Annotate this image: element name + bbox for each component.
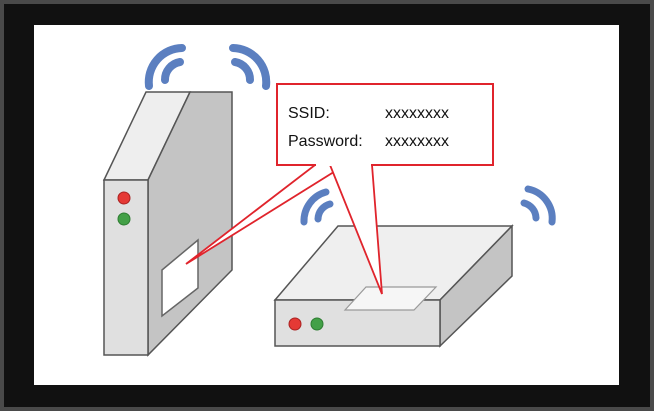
- speech-callout-icon: [185, 83, 494, 295]
- flat-router: [273, 224, 514, 348]
- ssid-value: xxxxxxxx: [385, 105, 449, 122]
- label-sticker-icon: [343, 286, 438, 311]
- status-led-icon: [288, 317, 302, 331]
- password-label: Password:: [288, 133, 363, 150]
- callout-box: [276, 83, 494, 166]
- wifi-waves-icon: [144, 44, 271, 90]
- label-sticker-icon: [161, 238, 199, 318]
- wifi-waves-icon: [300, 185, 556, 226]
- status-led-icon: [117, 191, 131, 205]
- ssid-label: SSID:: [288, 105, 330, 122]
- password-value: xxxxxxxx: [385, 133, 449, 150]
- status-led-icon: [117, 212, 131, 226]
- tower-router-front: [103, 179, 149, 356]
- status-led-icon: [310, 317, 324, 331]
- tower-router: [102, 91, 233, 357]
